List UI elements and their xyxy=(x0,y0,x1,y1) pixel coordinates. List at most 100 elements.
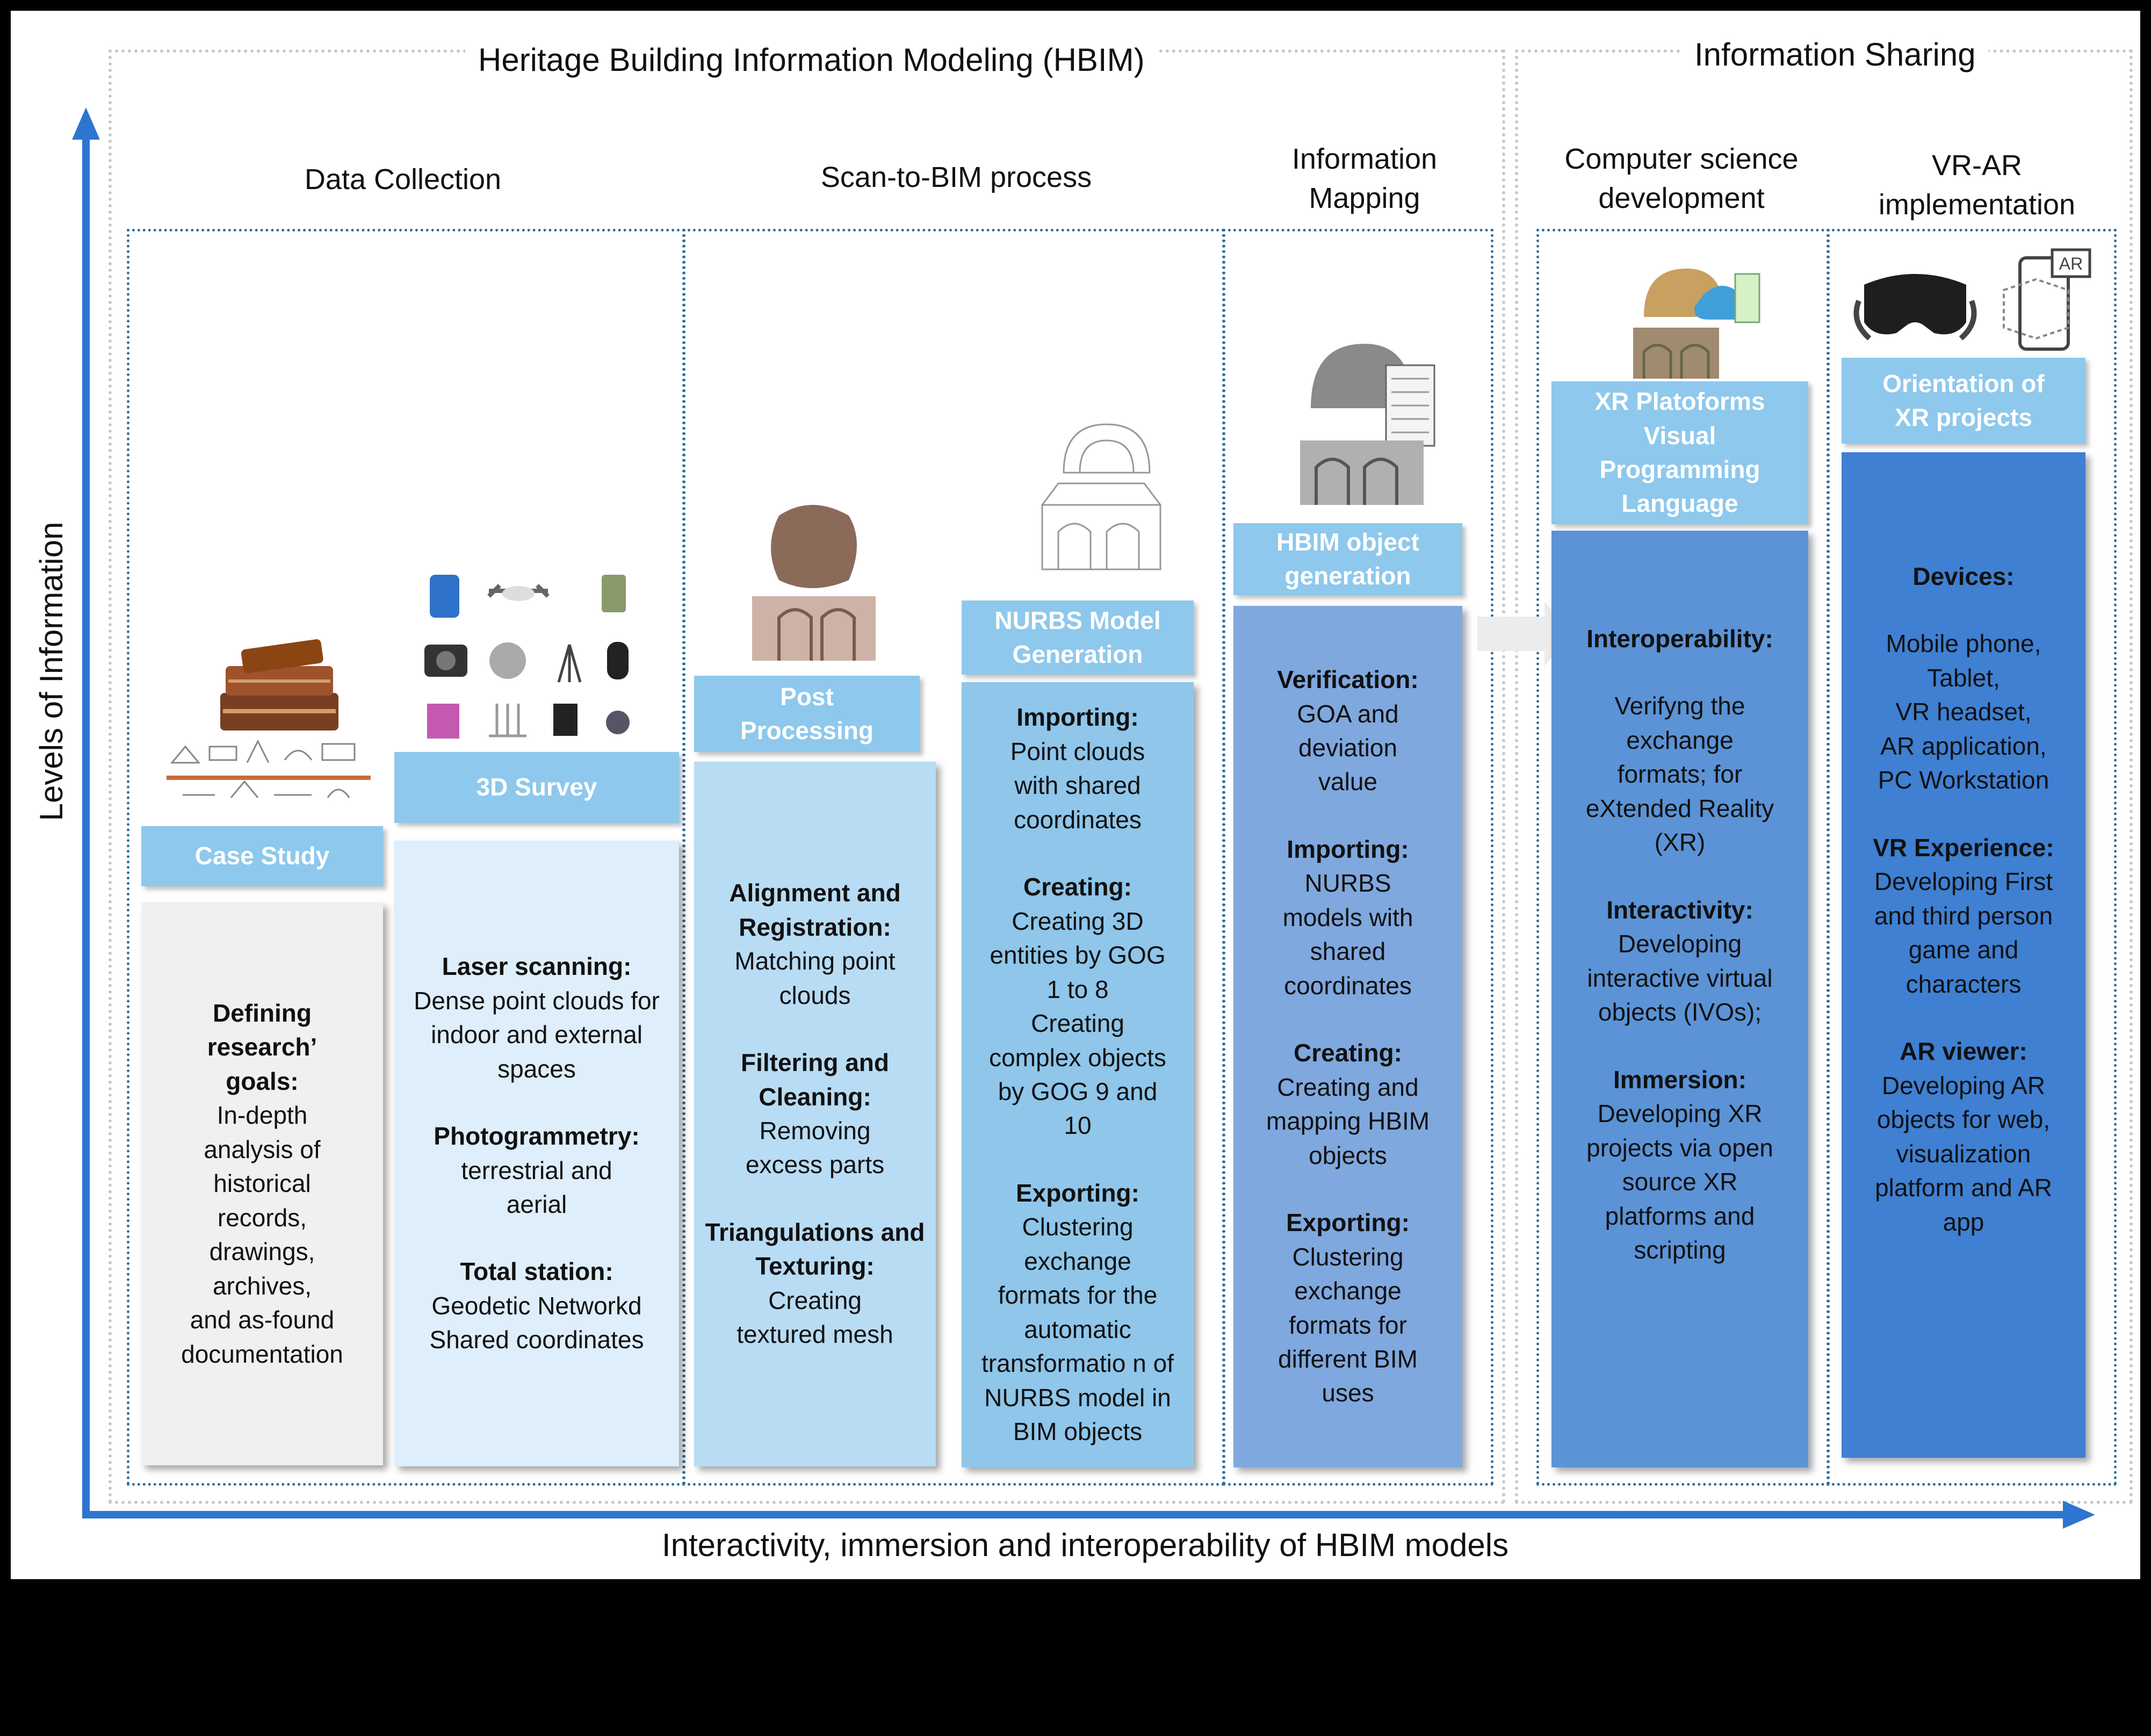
orientation-item: Mobile phone, Tablet, VR headset, AR app… xyxy=(1850,627,2077,797)
post-item: Triangulations and Texturing:Creating te… xyxy=(703,1216,927,1352)
item-heading: Interoperability: xyxy=(1586,625,1773,653)
item-text: Geodetic Networkd Shared coordinates xyxy=(429,1291,644,1354)
item-text: NURBS models with shared coordinates xyxy=(1282,869,1413,1000)
hbim-model-icon xyxy=(1300,344,1435,505)
stage-label-3d-survey: 3D Survey xyxy=(394,752,679,823)
item-text: Mobile phone, Tablet, VR headset, AR app… xyxy=(1878,630,2049,794)
stage-label-case-study: Case Study xyxy=(141,826,383,886)
case-study-item: Defining research’ goals: In-depth analy… xyxy=(150,996,374,1371)
item-heading: Filtering and Cleaning: xyxy=(741,1048,889,1111)
stage-body-xr-platforms: Interoperability: Verifyng the exchange … xyxy=(1551,531,1808,1467)
column-title-information-mapping: Information Mapping xyxy=(1291,143,1438,214)
item-text: Creating 3D entities by GOG 1 to 8 Creat… xyxy=(989,907,1166,1140)
orientation-item: Devices: xyxy=(1850,560,2077,594)
hbim-item: Creating: Creating and mapping HBIM objec… xyxy=(1242,1036,1454,1173)
item-heading: Laser scanning: xyxy=(442,952,632,981)
column-title-scan-to-bim: Scan-to-BIM process xyxy=(820,161,1092,193)
item-text: Creating textured mesh xyxy=(737,1286,893,1349)
hbim-item: Importing: NURBS models with shared coord… xyxy=(1242,833,1454,1003)
stage-label-hbim-object: HBIM object generation xyxy=(1233,523,1462,595)
xr-item: Immersion: Developing XR projects via ope… xyxy=(1560,1063,1800,1268)
item-text: Developing First and third person game a… xyxy=(1874,867,2053,998)
item-heading: Creating: xyxy=(1294,1039,1402,1067)
xr-item: Interoperability: xyxy=(1560,622,1800,656)
column-frame-vr-ar xyxy=(1827,229,2117,1486)
item-text: Dense point clouds for indoor and extern… xyxy=(414,986,660,1083)
survey-item: Total station: Geodetic Networkd Shared c… xyxy=(403,1255,670,1357)
x-axis-label: Interactivity, immersion and interoperab… xyxy=(661,1527,1509,1563)
item-heading: Verification: xyxy=(1277,666,1419,694)
nurbs-wireframe-icon xyxy=(1041,423,1161,570)
item-text: Matching point clouds xyxy=(734,947,896,1009)
stage-label-xr-platforms: XR Platoforms Visual Programming Languag… xyxy=(1551,381,1808,524)
item-text: Developing XR projects via open source X… xyxy=(1586,1100,1773,1264)
column-title-data-collection: Data Collection xyxy=(304,163,502,196)
drawings-icon xyxy=(167,739,371,798)
vr-headset-icon xyxy=(1853,274,1977,341)
survey-instruments-icon xyxy=(424,575,630,739)
flow-arrow xyxy=(1477,602,1571,666)
stage-body-hbim-object: Verification: GOA and deviation value Imp… xyxy=(1233,606,1462,1467)
x-axis-arrow xyxy=(2063,1501,2095,1529)
stage-label-orientation: Orientation of XR projects xyxy=(1842,358,2085,444)
sharing-section-title: Information Sharing xyxy=(1681,34,1989,75)
post-item: Filtering and Cleaning:Removing excess p… xyxy=(703,1046,927,1182)
stage-body-orientation: Devices: Mobile phone, Tablet, VR headse… xyxy=(1842,452,2085,1458)
survey-item: Photogrammetry: terrestrial and aerial xyxy=(403,1119,670,1221)
item-heading: Exporting: xyxy=(1016,1178,1139,1207)
stage-body-case-study: Defining research’ goals: In-depth analy… xyxy=(141,902,383,1465)
item-text: Developing AR objects for web, visualiza… xyxy=(1875,1071,2052,1236)
survey-item: Laser scanning: Dense point clouds for in… xyxy=(403,950,670,1086)
item-text: Creating and mapping HBIM objects xyxy=(1266,1073,1430,1169)
item-text: In-depth analysis of historical records,… xyxy=(181,1101,343,1368)
item-heading: Defining research’ goals: xyxy=(207,999,317,1095)
item-heading: VR Experience: xyxy=(1873,833,2054,862)
y-axis-arrow xyxy=(72,107,100,140)
stage-body-post-processing: Alignment and Registration:Matching poin… xyxy=(694,762,936,1466)
xr-item: Verifyng the exchange formats; for eXten… xyxy=(1560,689,1800,859)
item-heading: Photogrammetry: xyxy=(434,1122,640,1151)
orientation-item: VR Experience: Developing First and third… xyxy=(1850,831,2077,1001)
y-axis-label: Levels of Information xyxy=(33,522,69,821)
item-text: Verifyng the exchange formats; for eXten… xyxy=(1585,692,1774,857)
item-heading: Importing: xyxy=(1287,835,1409,863)
hbim-section-title: Heritage Building Information Modeling (… xyxy=(465,40,1158,80)
hbim-item: Verification: GOA and deviation value xyxy=(1242,663,1454,799)
item-heading: Devices: xyxy=(1912,562,2015,590)
item-text: Removing excess parts xyxy=(745,1117,885,1179)
ar-phone-icon: AR xyxy=(2003,248,2091,351)
xr-platform-icon xyxy=(1633,269,1760,379)
item-text: Clustering exchange formats for differen… xyxy=(1278,1242,1418,1407)
item-heading: Importing: xyxy=(1016,703,1139,732)
stage-label-nurbs: NURBS Model Generation xyxy=(962,601,1194,675)
item-text: Point clouds with shared coordinates xyxy=(1010,737,1145,834)
item-heading: Exporting: xyxy=(1286,1209,1410,1237)
item-heading: Immersion: xyxy=(1613,1065,1746,1094)
axes xyxy=(72,107,2095,1529)
item-heading: Interactivity: xyxy=(1606,895,1753,924)
column-frame-information-mapping xyxy=(1223,229,1493,1486)
item-text: GOA and deviation value xyxy=(1297,699,1399,796)
books-icon xyxy=(220,639,338,730)
hbim-item: Exporting: Clustering exchange formats fo… xyxy=(1242,1206,1454,1410)
diagram-canvas: Heritage Building Information Modeling (… xyxy=(11,11,2140,1579)
nurbs-item: Exporting:Clustering exchange formats fo… xyxy=(970,1176,1185,1449)
item-text: terrestrial and aerial xyxy=(461,1156,612,1218)
column-title-vr-ar: VR-AR implementation xyxy=(1878,149,2076,221)
orientation-item: AR viewer: Developing AR objects for web,… xyxy=(1850,1035,2077,1239)
item-heading: Total station: xyxy=(460,1257,613,1286)
stage-body-3d-survey: Laser scanning: Dense point clouds for in… xyxy=(394,841,679,1466)
point-cloud-icon xyxy=(752,505,876,661)
nurbs-item: Importing: Point clouds with shared coord… xyxy=(970,700,1185,837)
post-item: Alignment and Registration:Matching poin… xyxy=(703,876,927,1012)
item-heading: Alignment and Registration: xyxy=(729,879,901,941)
stage-body-nurbs: Importing: Point clouds with shared coord… xyxy=(962,682,1194,1467)
item-heading: Creating: xyxy=(1023,873,1132,901)
stage-label-post-processing: Post Processing xyxy=(694,676,920,752)
column-title-computer-science: Computer science development xyxy=(1564,143,1799,214)
item-heading: AR viewer: xyxy=(1900,1037,2027,1066)
ar-badge-text: AR xyxy=(2059,254,2083,273)
item-text: Developing interactive virtual objects (… xyxy=(1587,930,1773,1026)
nurbs-item: Creating: Creating 3D entities by GOG 1 t… xyxy=(970,870,1185,1143)
item-heading: Triangulations and Texturing: xyxy=(705,1218,925,1281)
